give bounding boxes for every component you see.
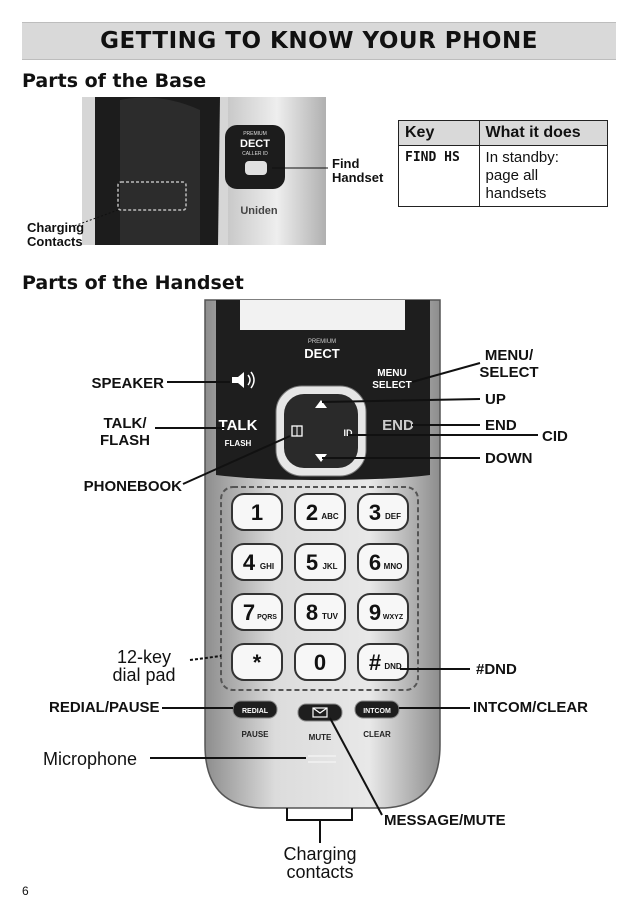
callout-dial-pad: 12-key dial pad — [112, 647, 176, 685]
callout-down: DOWN — [485, 450, 533, 467]
handset-intcom-text: INTCOM — [363, 708, 391, 715]
callout-menu-select: MENU/ SELECT — [479, 347, 539, 381]
handset-talk-text: TALK — [219, 417, 258, 434]
key-function-table: Key What it does FIND HS In standby: pag… — [398, 120, 609, 207]
base-premium-text: PREMIUM — [243, 131, 267, 137]
keypad-letters: DND — [384, 662, 402, 671]
callout-talk-flash: TALK/ FLASH — [100, 415, 150, 449]
keypad-key-5[interactable]: 5 JKL — [294, 543, 346, 581]
handset-select-text: SELECT — [372, 380, 411, 391]
phonebook-icon — [291, 425, 303, 437]
keypad-key-3[interactable]: 3 DEF — [357, 493, 409, 531]
intcom-button — [354, 700, 400, 719]
keypad-letters: TUV — [322, 612, 339, 621]
keypad-digit: 6 — [369, 550, 381, 575]
callout-up: UP — [485, 391, 506, 408]
keypad-letters: DEF — [385, 512, 401, 521]
callout-end: END — [485, 417, 517, 434]
charging-contacts-bracket — [286, 808, 353, 821]
handset-mute-text: MUTE — [309, 733, 332, 742]
callout-message-mute: MESSAGE/MUTE — [384, 812, 506, 829]
speaker-icon — [232, 371, 255, 389]
keypad-digit: 9 — [369, 600, 381, 625]
base-caller-id-text: CALLER ID — [242, 151, 268, 157]
handset-pause-text: PAUSE — [242, 730, 270, 739]
keypad-digit: 2 — [306, 500, 318, 525]
handset-section-heading: Parts of the Handset — [22, 272, 244, 294]
keypad-letters: GHI — [260, 562, 274, 571]
nav-up-arrow — [315, 400, 327, 408]
keypad-key-star[interactable]: * — [231, 643, 283, 681]
page-title: GETTING TO KNOW YOUR PHONE — [100, 28, 538, 54]
keypad-letters: PQRS — [257, 614, 277, 621]
handset-flash-text: FLASH — [225, 439, 252, 448]
handset-redial-text: REDIAL — [242, 708, 269, 715]
callout-speaker: SPEAKER — [91, 375, 164, 392]
keypad-digit: 8 — [306, 600, 318, 625]
keypad-digit: 4 — [243, 550, 256, 575]
keypad-letters: JKL — [322, 562, 337, 571]
keypad-letters: WXYZ — [383, 614, 404, 621]
base-brand-logo: Uniden — [240, 205, 278, 217]
keypad-key-1[interactable]: 1 — [231, 493, 283, 531]
handset-end-text: END — [382, 417, 414, 434]
keypad-digit: * — [253, 650, 262, 675]
find-handset-button — [245, 161, 267, 175]
nav-down-arrow — [315, 454, 327, 462]
keypad-key-0[interactable]: 0 — [294, 643, 346, 681]
table-cell-description: In standby: page all handsets — [478, 145, 609, 207]
page-number: 6 — [22, 884, 29, 898]
keypad-letters: MNO — [384, 562, 403, 571]
keypad-digit: 0 — [314, 650, 326, 675]
callout-lines — [150, 362, 538, 816]
table-cell-key: FIND HS — [398, 145, 480, 207]
callout-cid: CID — [542, 428, 568, 445]
handset-premium-text: PREMIUM — [308, 339, 336, 345]
envelope-icon — [312, 707, 328, 718]
page-banner: GETTING TO KNOW YOUR PHONE — [22, 22, 616, 60]
keypad-digit: 5 — [306, 550, 318, 575]
keypad-key-hash[interactable]: #DND — [357, 643, 409, 681]
callout-phonebook: PHONEBOOK — [83, 478, 182, 495]
keypad-key-4[interactable]: 4 GHI — [231, 543, 283, 581]
microphone-icon — [308, 755, 336, 763]
base-section-heading: Parts of the Base — [22, 70, 207, 92]
dial-pad-outline — [220, 486, 419, 691]
keypad-letters: ABC — [321, 512, 339, 521]
callout-microphone: Microphone — [43, 749, 138, 769]
keypad-digit: 7 — [243, 600, 255, 625]
callout-handset-charging-contacts: Charging contacts — [283, 844, 357, 882]
redial-button — [232, 700, 278, 719]
callout-redial-pause: REDIAL/PAUSE — [49, 699, 160, 716]
handset-menu-text: MENU — [377, 368, 406, 379]
table-row: FIND HS In standby: page all handsets — [398, 145, 609, 207]
keypad-digit: # — [369, 650, 381, 675]
handset-screen — [240, 300, 405, 330]
keypad-digit: 3 — [369, 500, 381, 525]
nav-pad — [284, 394, 358, 468]
base-charging-contacts-box — [117, 181, 187, 211]
handset-clear-text: CLEAR — [363, 730, 391, 739]
handset-id-text: ID — [344, 428, 354, 438]
handset-dect-text: DECT — [304, 346, 339, 361]
callout-intcom-clear: INTCOM/CLEAR — [473, 699, 588, 716]
callout-find-handset: Find Handset — [332, 156, 384, 185]
callout-dnd: #DND — [476, 661, 517, 678]
keypad-key-8[interactable]: 8 TUV — [294, 593, 346, 631]
find-handset-panel — [225, 125, 285, 189]
keypad-digit: 1 — [251, 500, 263, 525]
callout-base-charging-contacts: Charging Contacts — [27, 220, 85, 249]
base-dect-text: DECT — [240, 138, 270, 150]
